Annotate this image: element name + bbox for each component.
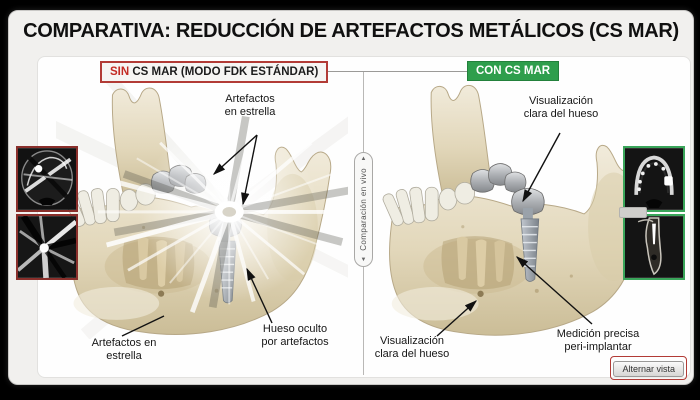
thumbnail-strip-handle [619,207,647,218]
annotation-hidden-bone: Hueso oculto por artefactos [261,323,329,349]
app-window: COMPARATIVA: REDUCCIÓN DE ARTEFACTOS MET… [8,10,694,385]
comparison-content: SIN CS MAR (MODO FDK ESTÁNDAR) CON CS MA… [37,56,691,378]
left-panel-badge: SIN CS MAR (MODO FDK ESTÁNDAR) [100,61,329,83]
panel-with-csmar: Visualización clara del hueso Visualizac… [364,57,690,377]
right-panel-badge: CON CS MAR [467,61,560,81]
toggle-view-highlight: Alternar vista [610,356,687,380]
live-comparison-slider[interactable]: ▲ Comparación en vivo ▼ [354,152,373,267]
annotation-artifacts-bottom: Artefactos en estrella [91,337,157,363]
ct-thumbnail-star-artifacts[interactable] [16,214,78,280]
badge-sin-text: SIN [110,66,130,78]
live-comparison-label: Comparación en vivo [359,168,368,251]
panel-without-csmar: Artefactos en estrella Hueso oculto por … [38,57,364,377]
ct-thumbnail-axial-artifacts[interactable] [16,146,78,212]
page-title: COMPARATIVA: REDUCCIÓN DE ARTEFACTOS MET… [23,20,679,42]
annotation-peri-implant: Medición precisa peri-implantar [556,328,640,354]
annotation-clear-bone-bottom: Visualización clara del hueso [374,335,450,361]
chevron-down-icon: ▼ [360,257,367,263]
toggle-view-button[interactable]: Alternar vista [613,361,684,377]
ct-thumbnail-cross-section-clean[interactable] [623,214,685,280]
ct-thumbnail-axial-clean[interactable] [623,146,685,212]
annotation-clear-bone-top: Visualización clara del hueso [523,95,599,121]
badge-connector-line [296,71,472,72]
chevron-up-icon: ▲ [360,156,367,162]
annotation-artifacts-top: Artefactos en estrella [224,93,276,119]
jaw-render-artifacts [56,77,348,339]
badge-left-rest: CS MAR (MODO FDK ESTÁNDAR) [129,66,319,78]
